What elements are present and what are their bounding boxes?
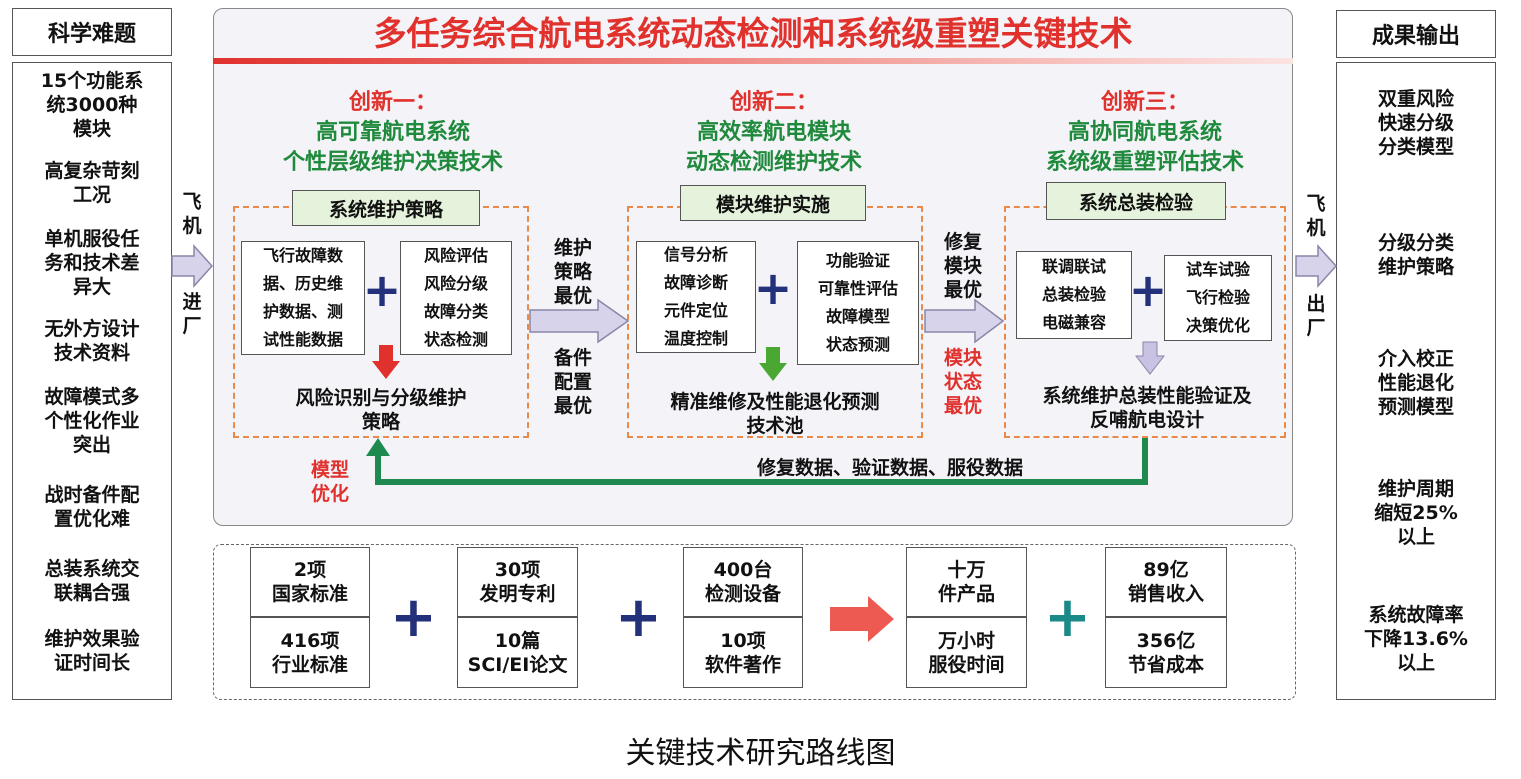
- connector-a-arrow: [529, 298, 630, 344]
- innovation-1-left-box: 飞行故障数 据、历史维 护数据、测 试性能数据: [241, 241, 365, 355]
- innovation-2-right-box: 功能验证 可靠性评估 故障模型 状态预测: [797, 241, 919, 365]
- outcome-patents-top: 30项 发明专利: [457, 547, 578, 617]
- plane-in-arrow: [171, 244, 214, 288]
- output-item: 维护周期 缩短25% 以上: [1374, 478, 1458, 548]
- right-column-title: 成果输出: [1336, 10, 1496, 58]
- plane-in-bottom-label: 进厂: [182, 291, 202, 337]
- right-column-title-text: 成果输出: [1371, 24, 1460, 49]
- outcome-products-top: 十万 件产品: [906, 547, 1027, 617]
- connector-b-bottom-label: 模块 状态 最优: [943, 347, 982, 417]
- outcome-revenue-top: 89亿 销售收入: [1105, 547, 1227, 617]
- innovation-1-right-box: 风险评估 风险分级 故障分类 状态检测: [400, 241, 512, 355]
- innovation-3-number: 创新三：: [1100, 90, 1189, 115]
- innovation-3-line2: 系统级重塑评估技术: [1045, 150, 1244, 175]
- outcome-revenue-bottom: 356亿 节省成本: [1105, 617, 1227, 688]
- innovation-3-heading: 创新三： 高协同航电系统 系统级重塑评估技术: [995, 88, 1295, 178]
- plane-out-top-label: 飞机: [1306, 193, 1326, 239]
- innovation-2-down-arrow: [759, 347, 787, 381]
- outcome-equipment-top: 400台 检测设备: [683, 547, 803, 617]
- outcome-standards-top: 2项 国家标准: [250, 547, 370, 617]
- problem-item: 维护效果验 证时间长: [44, 628, 140, 674]
- innovation-3-line1: 高协同航电系统: [1067, 120, 1222, 145]
- output-item: 介入校正 性能退化 预测模型: [1377, 348, 1454, 418]
- plane-in-top-label: 飞机: [182, 191, 202, 237]
- innovation-3-down-arrow: [1134, 341, 1166, 375]
- innovation-3-plus-icon: +: [1128, 263, 1168, 317]
- innovation-3-label-text: 系统总装检验: [1078, 191, 1193, 214]
- connector-b-top-label: 修复 模块 最优: [943, 231, 982, 301]
- innovation-2-left-box: 信号分析 故障诊断 元件定位 温度控制: [636, 241, 756, 353]
- left-column-title-text: 科学难题: [47, 22, 136, 47]
- feedback-loop-label: 修复数据、验证数据、服役数据: [756, 457, 1023, 479]
- connector-b-arrow: [924, 298, 1005, 344]
- innovation-2-line1: 高效率航电模块: [696, 120, 851, 145]
- problem-item: 战时备件配 置优化难: [44, 484, 140, 530]
- problem-item: 15个功能系 统3000种 模块: [40, 70, 144, 140]
- innovation-2-result: 精准维修及性能退化预测 技术池: [670, 391, 880, 437]
- connector-a-bottom-label: 备件 配置 最优: [553, 347, 592, 417]
- outcome-standards-bottom: 416项 行业标准: [250, 617, 370, 688]
- outcome-plus-icon-3: +: [1044, 585, 1091, 650]
- main-title: 多任务综合航电系统动态检测和系统级重塑关键技术: [373, 14, 1133, 53]
- innovation-1-down-arrow: [372, 345, 400, 379]
- feedback-loop-arrow: [366, 438, 1148, 485]
- problem-item: 总装系统交 联耦合强: [44, 558, 140, 604]
- outcome-red-arrow: [830, 596, 894, 642]
- outcome-plus-icon-2: +: [615, 585, 662, 650]
- outcome-plus-icon-1: +: [390, 585, 437, 650]
- innovation-2-heading: 创新二： 高效率航电模块 动态检测维护技术: [616, 88, 932, 178]
- innovation-1-line2: 个性层级维护决策技术: [282, 150, 503, 175]
- innovation-1-result: 风险识别与分级维护 策略: [295, 387, 467, 433]
- innovation-1-plus-icon: +: [362, 263, 402, 317]
- output-item: 分级分类 维护策略: [1377, 232, 1454, 278]
- problem-item: 单机服役任 务和技术差 异大: [44, 228, 140, 298]
- right-column-outputs: 双重风险 快速分级 分类模型 分级分类 维护策略 介入校正 性能退化 预测模型 …: [1336, 62, 1496, 700]
- innovation-1-label-text: 系统维护策略: [328, 198, 443, 221]
- outcome-patents-bottom: 10篇 SCI/EI论文: [457, 617, 578, 688]
- innovation-2-label-text: 模块维护实施: [715, 193, 830, 216]
- innovation-3-right-box: 试车试验 飞行检验 决策优化: [1164, 255, 1272, 341]
- left-column-title: 科学难题: [12, 8, 172, 56]
- problem-item: 无外方设计 技术资料: [44, 318, 140, 364]
- plane-out-arrow: [1295, 244, 1338, 288]
- problem-item: 故障模式多 个性化作业 突出: [44, 386, 140, 456]
- output-item: 双重风险 快速分级 分类模型: [1377, 88, 1454, 158]
- figure-caption: 关键技术研究路线图: [625, 736, 896, 771]
- model-optimization-label: 模型 优化: [310, 459, 349, 505]
- innovation-1-heading: 创新一： 高可靠航电系统 个性层级维护决策技术: [233, 88, 553, 178]
- innovation-3-left-box: 联调联试 总装检验 电磁兼容: [1016, 251, 1132, 339]
- plane-out-bottom-label: 出厂: [1306, 293, 1326, 339]
- innovation-1-label: 系统维护策略: [292, 190, 480, 226]
- innovation-3-label: 系统总装检验: [1046, 182, 1226, 220]
- innovation-1-line1: 高可靠航电系统: [315, 120, 470, 145]
- left-column-problems: 15个功能系 统3000种 模块 高复杂苛刻 工况 单机服役任 务和技术差 异大…: [12, 62, 172, 700]
- innovation-1-number: 创新一：: [348, 90, 437, 115]
- innovation-2-line2: 动态检测维护技术: [685, 150, 862, 175]
- outcome-products-bottom: 万小时 服役时间: [906, 617, 1027, 688]
- outcome-equipment-bottom: 10项 软件著作: [683, 617, 803, 688]
- title-underline: [213, 58, 1293, 64]
- connector-a-top-label: 维护 策略 最优: [553, 237, 592, 307]
- innovation-2-plus-icon: +: [753, 261, 793, 315]
- innovation-2-label: 模块维护实施: [680, 185, 866, 221]
- problem-item: 高复杂苛刻 工况: [44, 160, 140, 206]
- innovation-2-number: 创新二：: [729, 90, 818, 115]
- innovation-3-result: 系统维护总装性能验证及 反哺航电设计: [1042, 385, 1252, 431]
- output-item: 系统故障率 下降13.6% 以上: [1364, 604, 1468, 674]
